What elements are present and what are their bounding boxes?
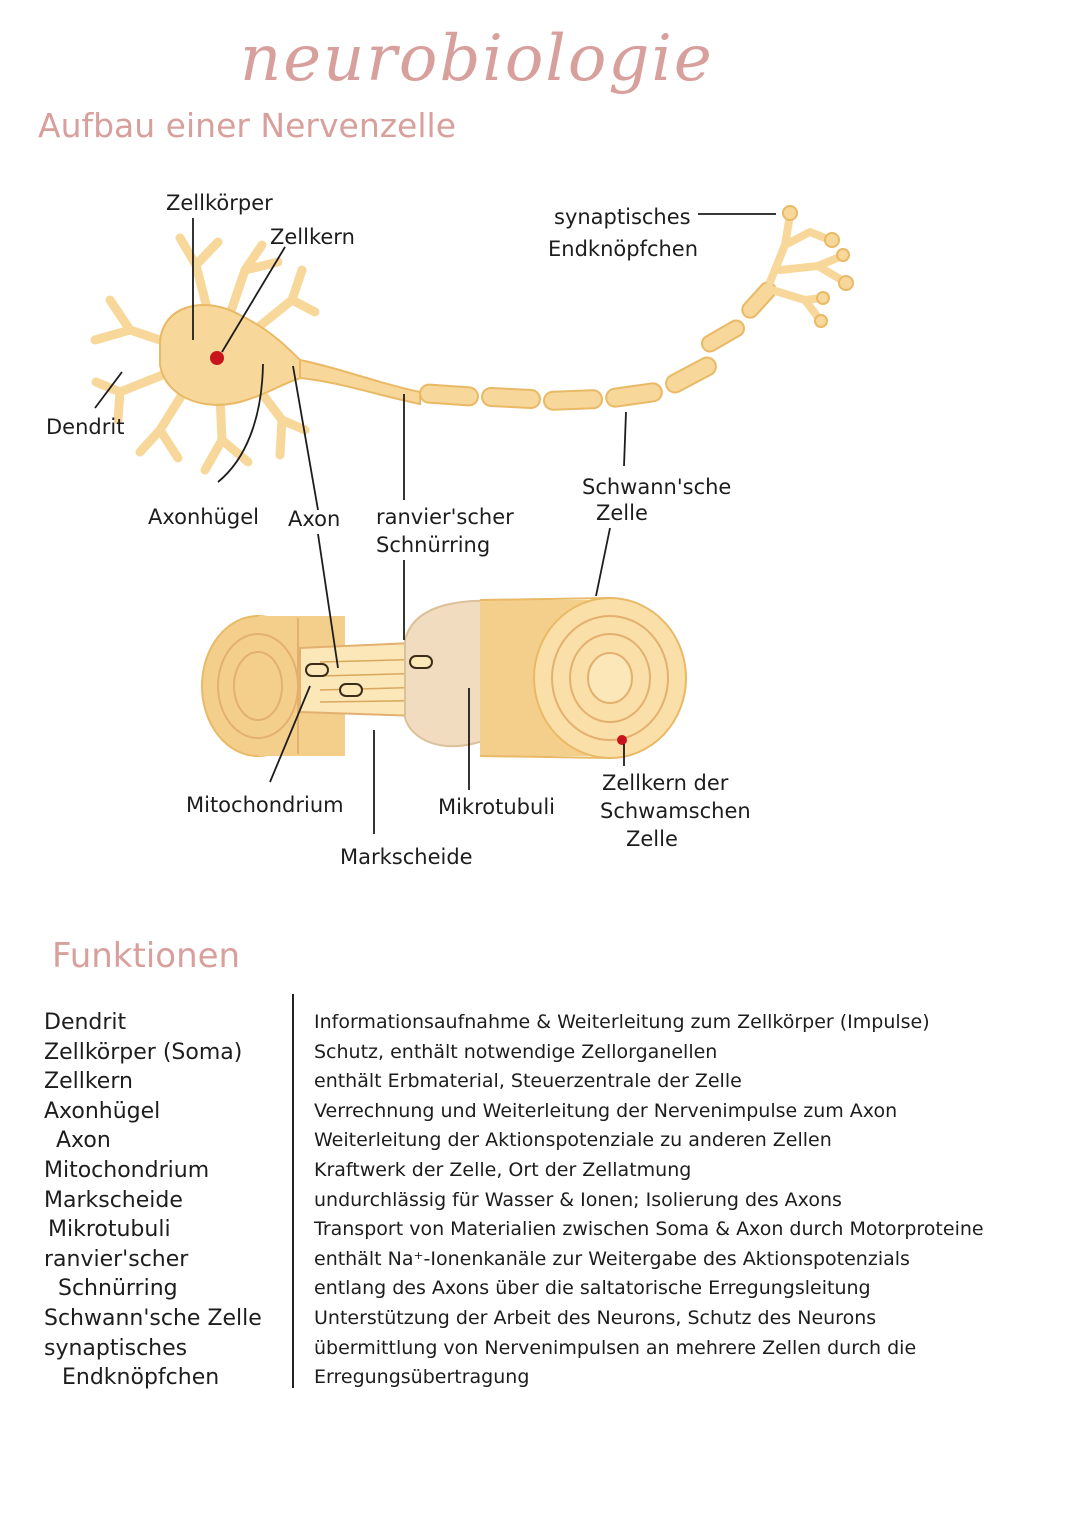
label-ranvier-1: ranvier'scher (376, 505, 514, 529)
term-item: Endknöpfchen (62, 1365, 220, 1391)
label-schwann-2: Zelle (596, 501, 648, 525)
section-title-funktionen: Funktionen (52, 936, 241, 976)
terminal-buttons (782, 205, 854, 328)
schwann-nucleus-dot (617, 735, 627, 745)
label-schwann-nucleus-3: Zelle (626, 827, 678, 851)
label-ranvier-2: Schnürring (376, 533, 491, 557)
description-item: Transport von Materialien zwischen Soma … (314, 1218, 984, 1241)
description-item: Erregungsübertragung (314, 1366, 530, 1389)
label-schwann-nucleus-2: Schwamschen (600, 799, 751, 823)
myelin-segments (419, 281, 777, 411)
label-mikrotubuli: Mikrotubuli (438, 795, 555, 819)
term-item: Mikrotubuli (48, 1217, 171, 1243)
axon-terminals (766, 211, 849, 324)
nucleus-dot (210, 351, 224, 365)
term-item: Zellkörper (Soma) (44, 1039, 243, 1065)
description-item: übermittlung von Nervenimpulsen an mehre… (314, 1336, 917, 1359)
term-item: Schnürring (58, 1276, 178, 1302)
term-item: Axonhügel (44, 1098, 161, 1124)
description-item: entlang des Axons über die saltatorische… (314, 1277, 871, 1300)
label-zellkoerper: Zellkörper (166, 191, 273, 215)
term-item: synaptisches (44, 1335, 188, 1361)
label-markscheide: Markscheide (340, 845, 473, 869)
description-item: Informationsaufnahme & Weiterleitung zum… (314, 1011, 930, 1033)
page-subtitle: Aufbau einer Nervenzelle (38, 106, 456, 145)
term-item: Zellkern (44, 1069, 133, 1095)
label-schwann-nucleus-1: Zellkern der (602, 771, 729, 795)
term-item: Schwann'sche Zelle (44, 1305, 262, 1331)
leader-lines (94, 213, 776, 834)
function-descriptions-column: Informationsaufnahme & Weiterleitung zum… (314, 1008, 1054, 1393)
term-item: Markscheide (44, 1187, 183, 1213)
description-item: Kraftwerk der Zelle, Ort der Zellatmung (314, 1158, 692, 1181)
page-title: neurobiologie (240, 22, 714, 96)
term-item: ranvier'scher (44, 1246, 189, 1272)
term-item: Dendrit (44, 1010, 127, 1035)
label-axonhuegel: Axonhügel (148, 505, 260, 529)
label-schwann-1: Schwann'sche (582, 475, 732, 499)
description-item: Weiterleitung der Aktionspotenziale zu a… (314, 1129, 832, 1152)
description-item: Unterstützung der Arbeit des Neurons, Sc… (314, 1306, 877, 1329)
label-zellkern: Zellkern (270, 225, 355, 249)
neuron-diagram (90, 205, 854, 834)
neuron-illustration (90, 205, 854, 475)
label-dendrit: Dendrit (46, 415, 125, 439)
label-mitochondrium: Mitochondrium (186, 793, 344, 817)
description-item: enthält Na⁺-Ionenkanäle zur Weitergabe d… (314, 1247, 910, 1270)
cell-body (159, 304, 301, 406)
description-item: enthält Erbmaterial, Steuerzentrale der … (314, 1070, 742, 1093)
term-item: Axon (56, 1128, 111, 1154)
label-synaptisch-2: Endknöpfchen (548, 237, 699, 261)
label-synaptisch-1: synaptisches (554, 205, 691, 229)
label-axon: Axon (288, 507, 341, 531)
column-divider (292, 994, 294, 1388)
myelin-cross-section (201, 597, 687, 759)
function-terms-column: Dendrit Zellkörper (Soma) Zellkern Axonh… (44, 1008, 284, 1393)
term-item: Mitochondrium (44, 1157, 210, 1183)
description-item: Schutz, enthält notwendige Zellorganelle… (314, 1040, 718, 1063)
axon-shape (299, 358, 421, 406)
description-item: undurchlässig für Wasser & Ionen; Isolie… (314, 1188, 842, 1211)
description-item: Verrechnung und Weiterleitung der Nerven… (314, 1099, 898, 1122)
